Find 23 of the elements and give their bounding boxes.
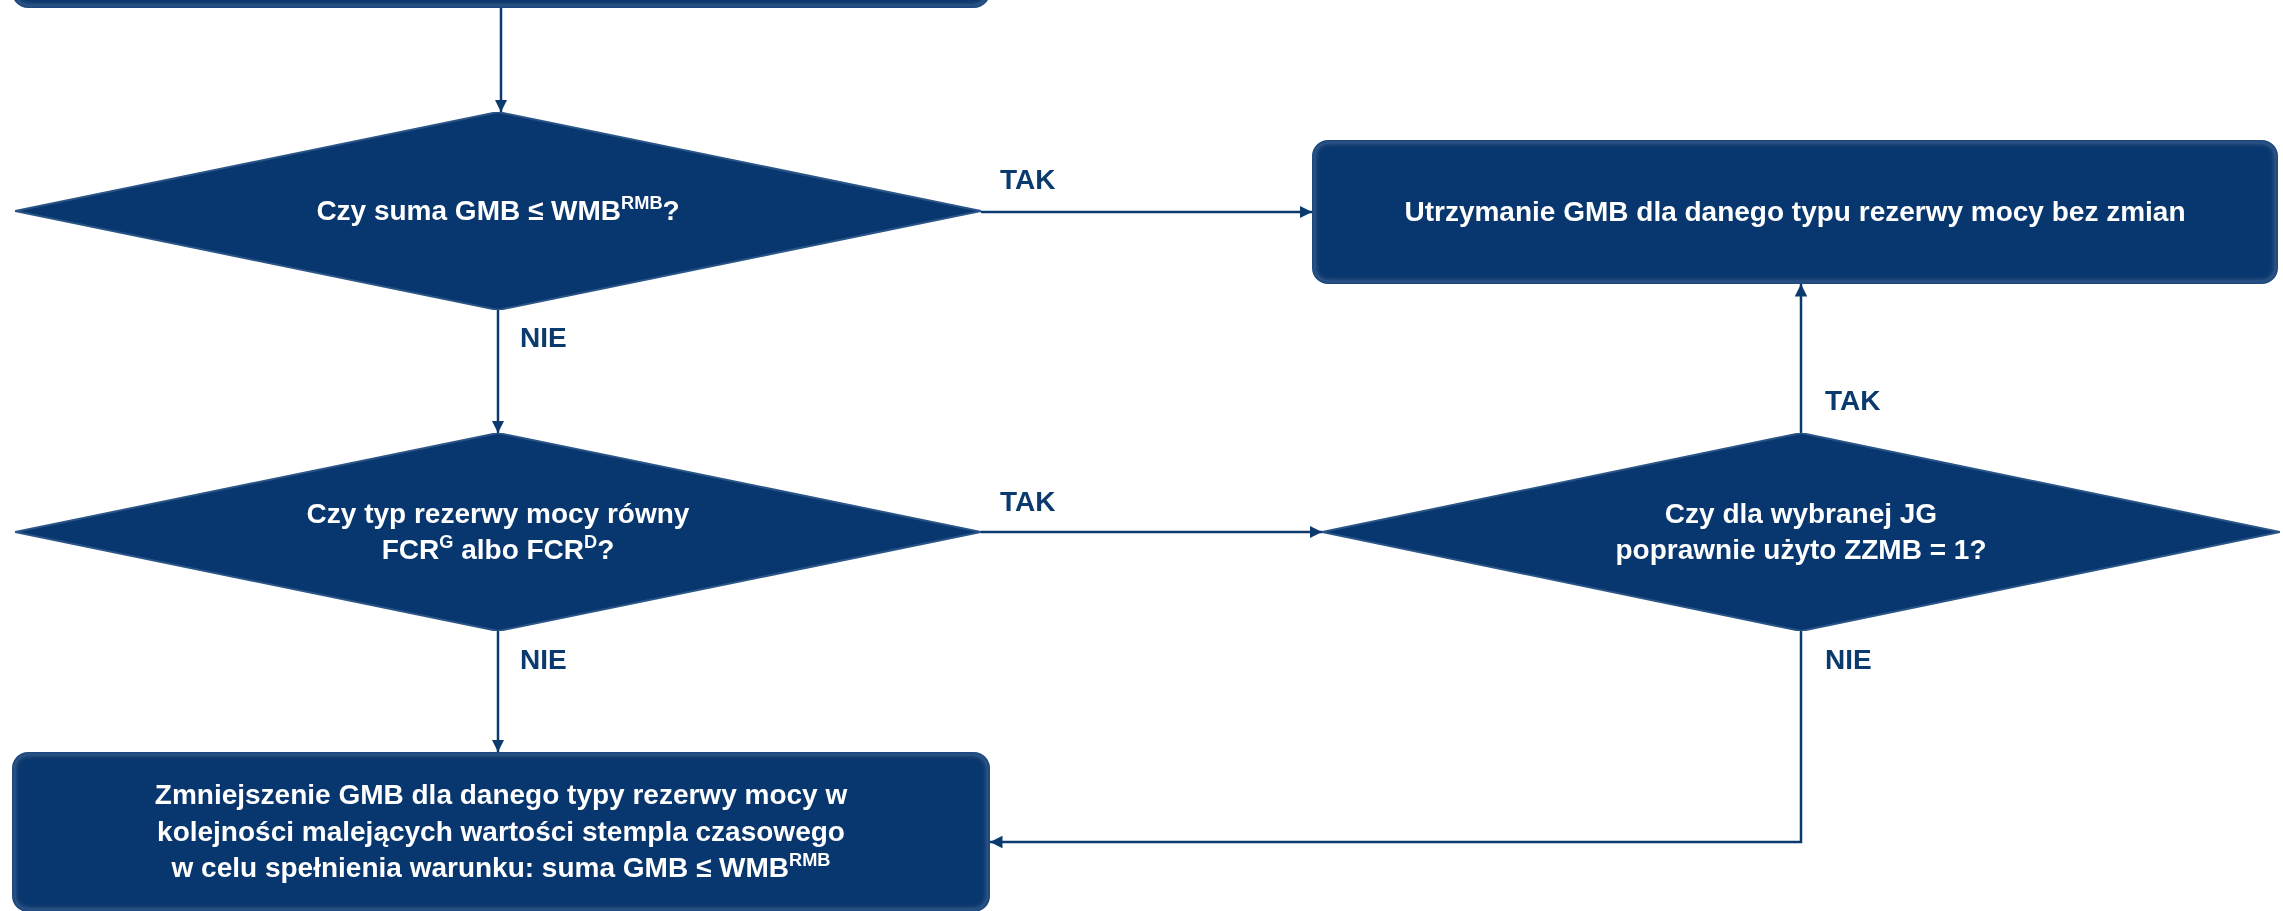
arrow — [1794, 284, 1808, 433]
arrow — [990, 631, 1803, 849]
decision-diamond — [15, 433, 981, 631]
edge-label: TAK — [1000, 486, 1056, 518]
node-text: Zmniejszenie GMB dla danego typy rezerwy mocy w kolejności malejących wartości stempla czasowego w celu spełnienia warunku: suma GMB ≤ WMB$^{RMB}$ — [153, 778, 849, 886]
node-text: Czy typ rezerwy mocy równy FCR$^{G}$ albo FCR$^{D}$? — [305, 496, 691, 567]
arrow — [981, 205, 1312, 219]
edge-label: NIE — [520, 644, 567, 676]
edge-label: TAK — [1825, 385, 1881, 417]
decision-diamond — [1322, 433, 2280, 631]
arrow — [494, 8, 508, 112]
edge-label: NIE — [520, 322, 567, 354]
arrow — [491, 310, 505, 433]
arrow — [491, 631, 505, 752]
node-text: Utrzymanie GMB dla danego typu rezerwy mocy bez zmian — [1404, 194, 2186, 229]
edge-label: TAK — [1000, 164, 1056, 196]
process-box — [1312, 140, 2278, 284]
process-box — [12, 752, 990, 911]
edge-label: NIE — [1825, 644, 1872, 676]
node-text: Czy suma GMB ≤ WMB$^{RMB}$? — [316, 192, 680, 228]
decision-diamond — [15, 112, 981, 310]
arrow — [981, 525, 1322, 539]
node-text: Czy dla wybranej JG poprawnie użyto ZZMB = 1? — [1614, 496, 1988, 567]
